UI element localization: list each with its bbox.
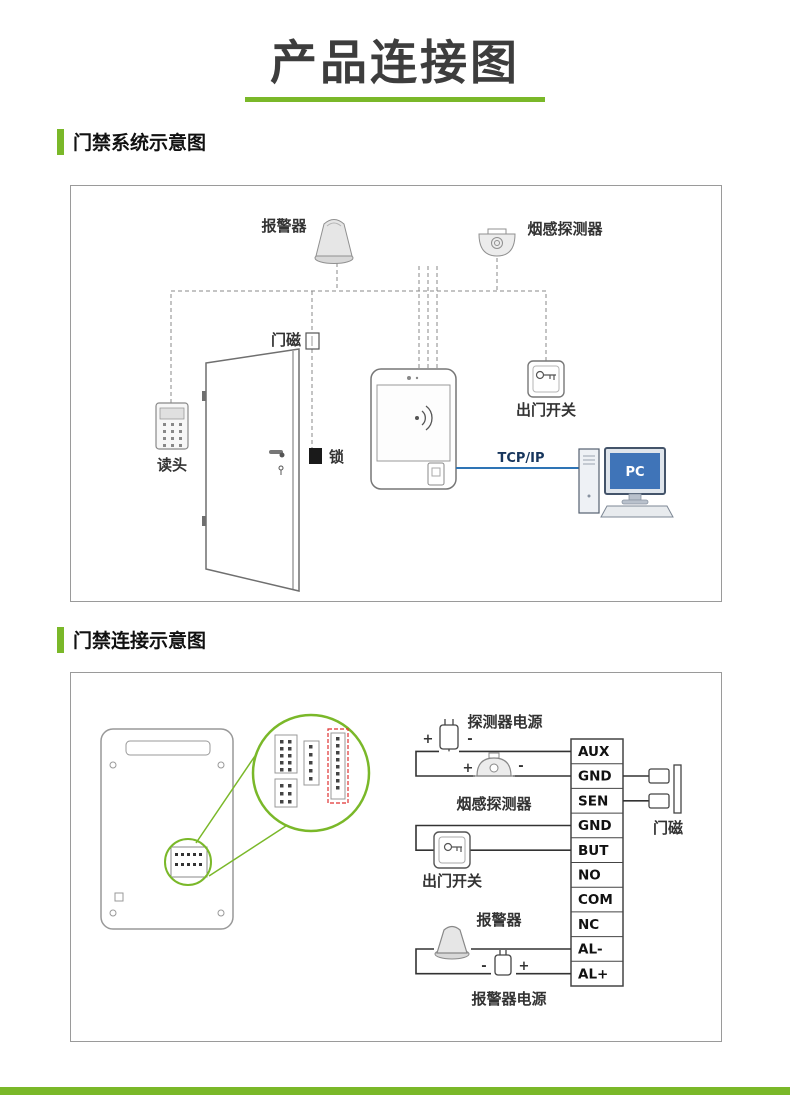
door-magnet-label: 门磁 bbox=[653, 819, 683, 837]
keyboard-icon bbox=[600, 505, 674, 518]
terminal-label: AL- bbox=[578, 942, 603, 958]
device-back-panel bbox=[100, 728, 234, 930]
smoke-detector-label: 烟感探测器 bbox=[456, 795, 532, 813]
pc-icon: PC bbox=[578, 447, 674, 518]
alarm-circuit-wire bbox=[415, 948, 571, 975]
smoke-detector-icon bbox=[473, 752, 515, 777]
tcpip-label: TCP/IP bbox=[497, 451, 544, 466]
smoke-detector-icon bbox=[478, 228, 516, 257]
terminal-label: COM bbox=[578, 892, 613, 908]
minus-sign: - bbox=[481, 959, 486, 974]
section-header-connection: 门禁连接示意图 bbox=[57, 626, 206, 653]
terminal-label: AUX bbox=[578, 744, 610, 760]
minus-sign: - bbox=[467, 732, 472, 747]
pc-label: PC bbox=[625, 465, 644, 480]
section-label-connection: 门禁连接示意图 bbox=[73, 630, 207, 652]
panel-slot bbox=[125, 740, 211, 756]
plus-sign: + bbox=[519, 959, 530, 974]
screw-hole bbox=[109, 909, 117, 917]
pin-header bbox=[274, 778, 298, 808]
alarm-label: 报警器 bbox=[476, 911, 522, 929]
system-diagram: 报警器 烟感探测器 门磁 bbox=[155, 217, 674, 592]
terminal-label: GND bbox=[578, 769, 612, 785]
door-magnet-label: 门磁 bbox=[271, 331, 301, 349]
dashed-wiring-lines bbox=[170, 258, 547, 448]
section-accent-bar bbox=[57, 626, 64, 653]
screw-hole bbox=[109, 761, 117, 769]
section-header-system: 门禁系统示意图 bbox=[57, 128, 206, 155]
terminal-block: AUX GND SEN GND BUT NO COM NC AL- AL+ bbox=[570, 738, 624, 987]
door-magnet-icon bbox=[305, 332, 320, 350]
reader-label: 读头 bbox=[157, 456, 187, 474]
card-reader-icon bbox=[155, 402, 189, 450]
terminal-label: AL+ bbox=[578, 966, 608, 982]
terminal-label: SEN bbox=[578, 793, 608, 809]
access-terminal-icon bbox=[370, 368, 457, 490]
alarm-siren-icon bbox=[314, 219, 354, 264]
zoom-leader-line bbox=[195, 749, 260, 844]
minus-sign: - bbox=[518, 759, 523, 774]
title-underline bbox=[245, 97, 545, 102]
exit-switch-wire bbox=[415, 824, 571, 851]
plus-sign: + bbox=[463, 761, 474, 776]
lock-label: 锁 bbox=[329, 448, 344, 466]
door-hinge bbox=[202, 391, 206, 401]
section-label-system: 门禁系统示意图 bbox=[73, 132, 207, 154]
smoke-detector-label: 烟感探测器 bbox=[527, 220, 603, 238]
wiring-connector bbox=[170, 846, 208, 878]
section-accent-bar bbox=[57, 128, 64, 155]
screw-hole bbox=[217, 761, 225, 769]
alarm-power-adapter-icon bbox=[494, 950, 512, 976]
contactless-icon bbox=[415, 405, 433, 431]
exit-switch-icon bbox=[433, 831, 471, 869]
alarm-power-label: 报警器电源 bbox=[471, 990, 546, 1008]
connection-diagram-box: AUX GND SEN GND BUT NO COM NC AL- AL+ + … bbox=[70, 672, 722, 1042]
smoke-circuit-wire bbox=[415, 750, 571, 777]
door-magnet-icon bbox=[648, 764, 682, 814]
terminal-label: NC bbox=[578, 917, 599, 933]
zoom-highlight-circle bbox=[164, 838, 212, 886]
screw-hole bbox=[217, 909, 225, 917]
door-magnet-wire bbox=[623, 775, 649, 802]
exit-switch-label: 出门开关 bbox=[516, 401, 576, 419]
pin-header bbox=[274, 734, 298, 774]
footer-accent-bar bbox=[0, 1087, 790, 1095]
door bbox=[202, 348, 300, 592]
system-diagram-box: 报警器 烟感探测器 门磁 bbox=[70, 185, 722, 602]
terminal-label: GND bbox=[578, 818, 612, 834]
plus-sign: + bbox=[423, 732, 434, 747]
detector-power-label: 探测器电源 bbox=[467, 713, 542, 731]
pin-header bbox=[303, 740, 320, 786]
terminal-row-divider bbox=[571, 763, 623, 962]
connection-diagram: AUX GND SEN GND BUT NO COM NC AL- AL+ + … bbox=[100, 713, 683, 1008]
red-highlight-connector bbox=[327, 728, 349, 804]
terminal-label: BUT bbox=[578, 843, 609, 859]
terminal-label: NO bbox=[578, 868, 601, 884]
lock-icon bbox=[309, 448, 322, 464]
door-handle bbox=[269, 450, 285, 475]
zoom-leader-line bbox=[208, 823, 290, 877]
door-hinge bbox=[202, 516, 206, 526]
exit-switch-label: 出门开关 bbox=[422, 872, 482, 890]
alarm-siren-icon bbox=[434, 925, 470, 960]
exit-switch-icon bbox=[527, 360, 565, 398]
alarm-label: 报警器 bbox=[261, 217, 307, 235]
zoom-circle bbox=[251, 713, 371, 833]
page-title: 产品连接图 bbox=[270, 36, 520, 91]
panel-cutout bbox=[114, 892, 124, 902]
detector-power-adapter-icon bbox=[439, 719, 459, 752]
